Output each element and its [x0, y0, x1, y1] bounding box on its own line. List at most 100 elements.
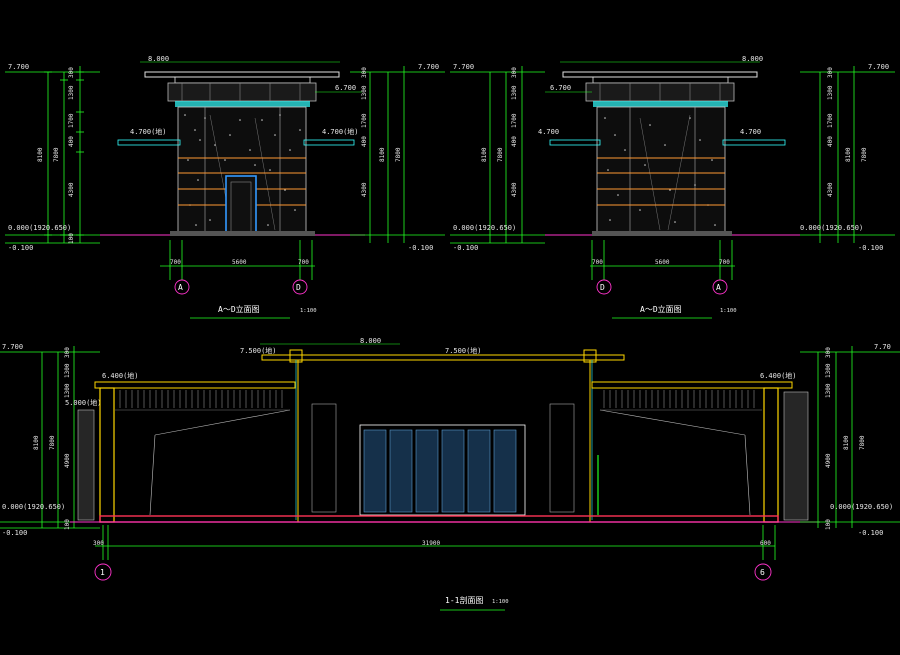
dim-label: 1300 — [825, 383, 832, 398]
dim-label: 1300 — [825, 363, 832, 378]
dim-label: 300 — [827, 67, 834, 78]
axis-bubble — [94, 563, 112, 581]
drawing-title: A～D立面图 — [218, 304, 260, 314]
dim-label: 4300 — [511, 182, 518, 197]
eave-band — [175, 101, 310, 107]
dim-total: 7800 — [497, 147, 504, 162]
roof-beam — [261, 354, 625, 361]
axis-bubble — [754, 563, 772, 581]
dim-total: 7800 — [395, 147, 402, 162]
axis-label: D — [296, 283, 301, 292]
side-screen-right — [549, 403, 575, 513]
dim-label: 700 — [592, 259, 603, 266]
dim-label: 400 — [68, 136, 75, 147]
level-label: -0.100 — [858, 244, 883, 252]
dim-total: 8100 — [37, 147, 44, 162]
dim-label: 300 — [93, 540, 104, 547]
level-label: -0.100 — [858, 529, 883, 537]
dim-label: 1300 — [511, 85, 518, 100]
dim-total: 8100 — [843, 435, 850, 450]
eave-band — [593, 101, 728, 107]
right-canopy — [722, 139, 786, 146]
level-label: 0.000(1920.650) — [2, 503, 65, 511]
dim-label: 4900 — [825, 453, 832, 468]
drawing-scale: 1:100 — [720, 308, 737, 314]
dim-label: 5600 — [655, 259, 670, 266]
dim-label: 300 — [825, 347, 832, 358]
dim-label: 300 — [68, 67, 75, 78]
level-label: 7.70 — [874, 343, 891, 351]
dim-label: 300 — [511, 67, 518, 78]
elevation-a-d-right: 300 1300 1700 400 4300 8100 7800 7.700 0… — [450, 55, 895, 319]
dim-total: 7800 — [859, 435, 866, 450]
level-label: 4.700(地) — [130, 127, 167, 136]
dim-label: 300 — [64, 347, 71, 358]
level-label: 7.700 — [868, 63, 889, 71]
dim-label: 700 — [719, 259, 730, 266]
plinth — [170, 231, 315, 236]
lattice-doors — [359, 424, 526, 516]
right-wing-roof — [591, 381, 793, 389]
entry-door — [225, 175, 257, 236]
dim-label: 4300 — [361, 182, 368, 197]
roof-fascia — [174, 76, 311, 84]
stone-texture — [604, 117, 716, 226]
level-label: 0.000(1920.650) — [453, 224, 516, 232]
dim-label: 100 — [68, 233, 75, 244]
level-label: 6.700 — [550, 84, 571, 92]
dim-total: 7800 — [861, 147, 868, 162]
level-label: 7.700 — [2, 343, 23, 351]
dim-label: 100 — [64, 519, 71, 530]
axis-label: A — [716, 283, 721, 292]
orange-bands — [597, 157, 725, 206]
dim-label: 600 — [760, 540, 771, 547]
left-stone-panel — [77, 409, 95, 521]
section-1-1: 300 1300 1300 4900 100 8100 7800 7.700 0… — [0, 337, 900, 611]
axis-bubble — [712, 279, 728, 295]
dim-label: 1300 — [361, 85, 368, 100]
dim-label: 100 — [825, 519, 832, 530]
level-label: 0.000(1920.650) — [800, 224, 863, 232]
dim-total: 7800 — [49, 435, 56, 450]
dim-label: 700 — [298, 259, 309, 266]
drawing-scale: 1:100 — [300, 308, 317, 314]
left-canopy — [117, 139, 181, 146]
dim-label: 4300 — [68, 182, 75, 197]
dim-label: 5600 — [232, 259, 247, 266]
dim-label: 1700 — [511, 113, 518, 128]
level-label: 4.700 — [740, 128, 761, 136]
drawing-title: A～D立面图 — [640, 304, 682, 314]
dim-label: 1700 — [827, 113, 834, 128]
axis-bubble — [174, 279, 190, 295]
right-wall — [763, 387, 779, 523]
level-label: 8.000 — [148, 55, 169, 63]
side-screen-left — [311, 403, 337, 513]
right-canopy — [303, 139, 355, 146]
left-wall — [99, 387, 115, 523]
level-label: 6.700 — [335, 84, 356, 92]
left-canopy — [549, 139, 601, 146]
axis-bubble — [292, 279, 308, 295]
dim-label: 700 — [170, 259, 181, 266]
dim-label: 1300 — [827, 85, 834, 100]
elevation-a-d-left: 300 1300 1700 400 4300 100 8100 7800 7.7… — [5, 55, 445, 319]
level-label: 7.500(地) — [240, 346, 277, 355]
level-label: 4.700(地) — [322, 127, 359, 136]
level-label: 6.400(地) — [102, 371, 139, 380]
level-label: 7.500(地) — [445, 346, 482, 355]
dim-label: 1700 — [361, 113, 368, 128]
floor-slab — [99, 515, 779, 523]
left-wing-roof — [94, 381, 296, 389]
dim-label: 31900 — [422, 540, 440, 547]
axis-label: 1 — [100, 568, 105, 577]
level-label: 8.000 — [742, 55, 763, 63]
level-label: 7.700 — [453, 63, 474, 71]
axis-label: D — [600, 283, 605, 292]
dim-total: 8100 — [845, 147, 852, 162]
level-label: -0.100 — [453, 244, 478, 252]
dim-label: 4900 — [64, 453, 71, 468]
dim-total: 8100 — [379, 147, 386, 162]
dim-total: 7800 — [53, 147, 60, 162]
dim-label: 300 — [361, 67, 368, 78]
